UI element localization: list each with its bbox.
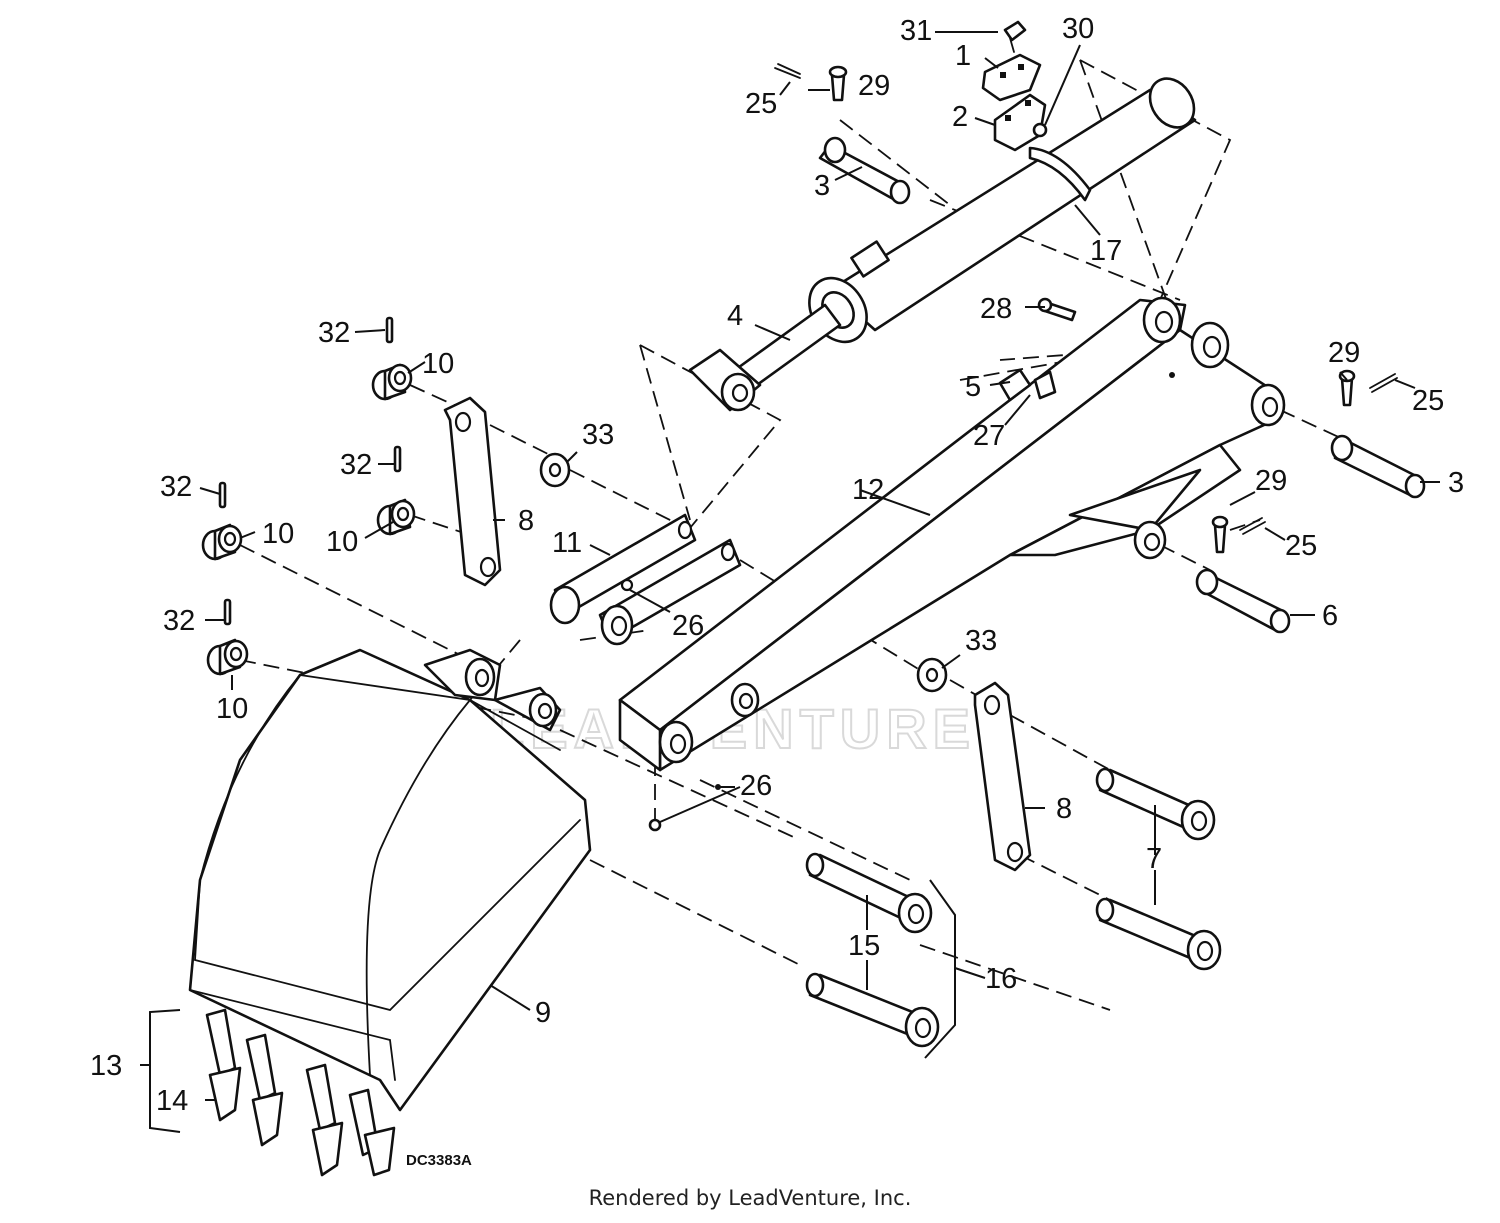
callout-32-b: 32	[340, 449, 372, 481]
bushings-and-pins	[201, 297, 1077, 832]
pins-upper	[774, 63, 1426, 634]
link-bars-8	[443, 396, 1032, 872]
callout-8-b: 8	[1056, 793, 1072, 825]
callout-13: 13	[90, 1050, 122, 1082]
callout-7: 7	[1146, 843, 1162, 875]
pins-lower	[805, 767, 1222, 1048]
callout-11: 11	[552, 527, 582, 559]
footer-credit: Rendered by LeadVenture, Inc.	[588, 1186, 912, 1210]
link-11	[549, 513, 742, 646]
callout-9: 9	[535, 997, 551, 1029]
hydraulic-cylinder	[688, 77, 1197, 412]
callout-28: 28	[980, 293, 1012, 325]
callout-14: 14	[156, 1085, 188, 1117]
callout-16: 16	[985, 963, 1017, 995]
callout-4: 4	[727, 300, 743, 332]
callout-26-a: 26	[672, 610, 704, 642]
callout-10-b: 10	[326, 526, 358, 558]
callout-labels: 31 30 1 2 29 25 3 17 4 28 5 27 29 25 3 3…	[90, 13, 1464, 1117]
callout-26-b: 26	[740, 770, 772, 802]
leader-lines	[140, 31, 1440, 1101]
callout-2: 2	[952, 101, 968, 133]
callout-33-a: 33	[582, 419, 614, 451]
callout-17: 17	[1090, 235, 1122, 267]
callout-10-d: 10	[216, 693, 248, 725]
callout-1: 1	[955, 40, 971, 72]
callout-12: 12	[852, 474, 884, 506]
callout-30: 30	[1062, 13, 1094, 45]
callout-6: 6	[1322, 600, 1338, 632]
callout-10-c: 10	[262, 518, 294, 550]
callout-32-d: 32	[163, 605, 195, 637]
boom-arm	[618, 296, 1286, 772]
callout-29-right: 29	[1328, 337, 1360, 369]
bucket-teeth	[205, 1008, 396, 1177]
callout-29-top: 29	[858, 70, 890, 102]
callout-32-c: 32	[160, 471, 192, 503]
exploded-parts-diagram: LEADVENTURE	[90, 13, 1464, 1177]
callout-25-mid: 25	[1285, 530, 1317, 562]
callout-15: 15	[848, 930, 880, 962]
callout-27: 27	[973, 420, 1005, 452]
callout-33-b: 33	[965, 625, 997, 657]
callout-3-top: 3	[814, 170, 830, 202]
callout-10-a: 10	[422, 348, 454, 380]
clamp-assembly	[981, 20, 1048, 152]
callout-25-right: 25	[1412, 385, 1444, 417]
callout-8-a: 8	[518, 505, 534, 537]
callout-32-a: 32	[318, 317, 350, 349]
bucket	[188, 648, 592, 1112]
drawing-code: DC3383A	[406, 1152, 472, 1169]
group-brackets	[149, 879, 956, 1133]
callout-5: 5	[965, 371, 981, 403]
callout-25-top: 25	[745, 88, 777, 120]
callout-3-right: 3	[1448, 467, 1464, 499]
callout-29-mid: 29	[1255, 465, 1287, 497]
callout-31: 31	[900, 15, 932, 47]
